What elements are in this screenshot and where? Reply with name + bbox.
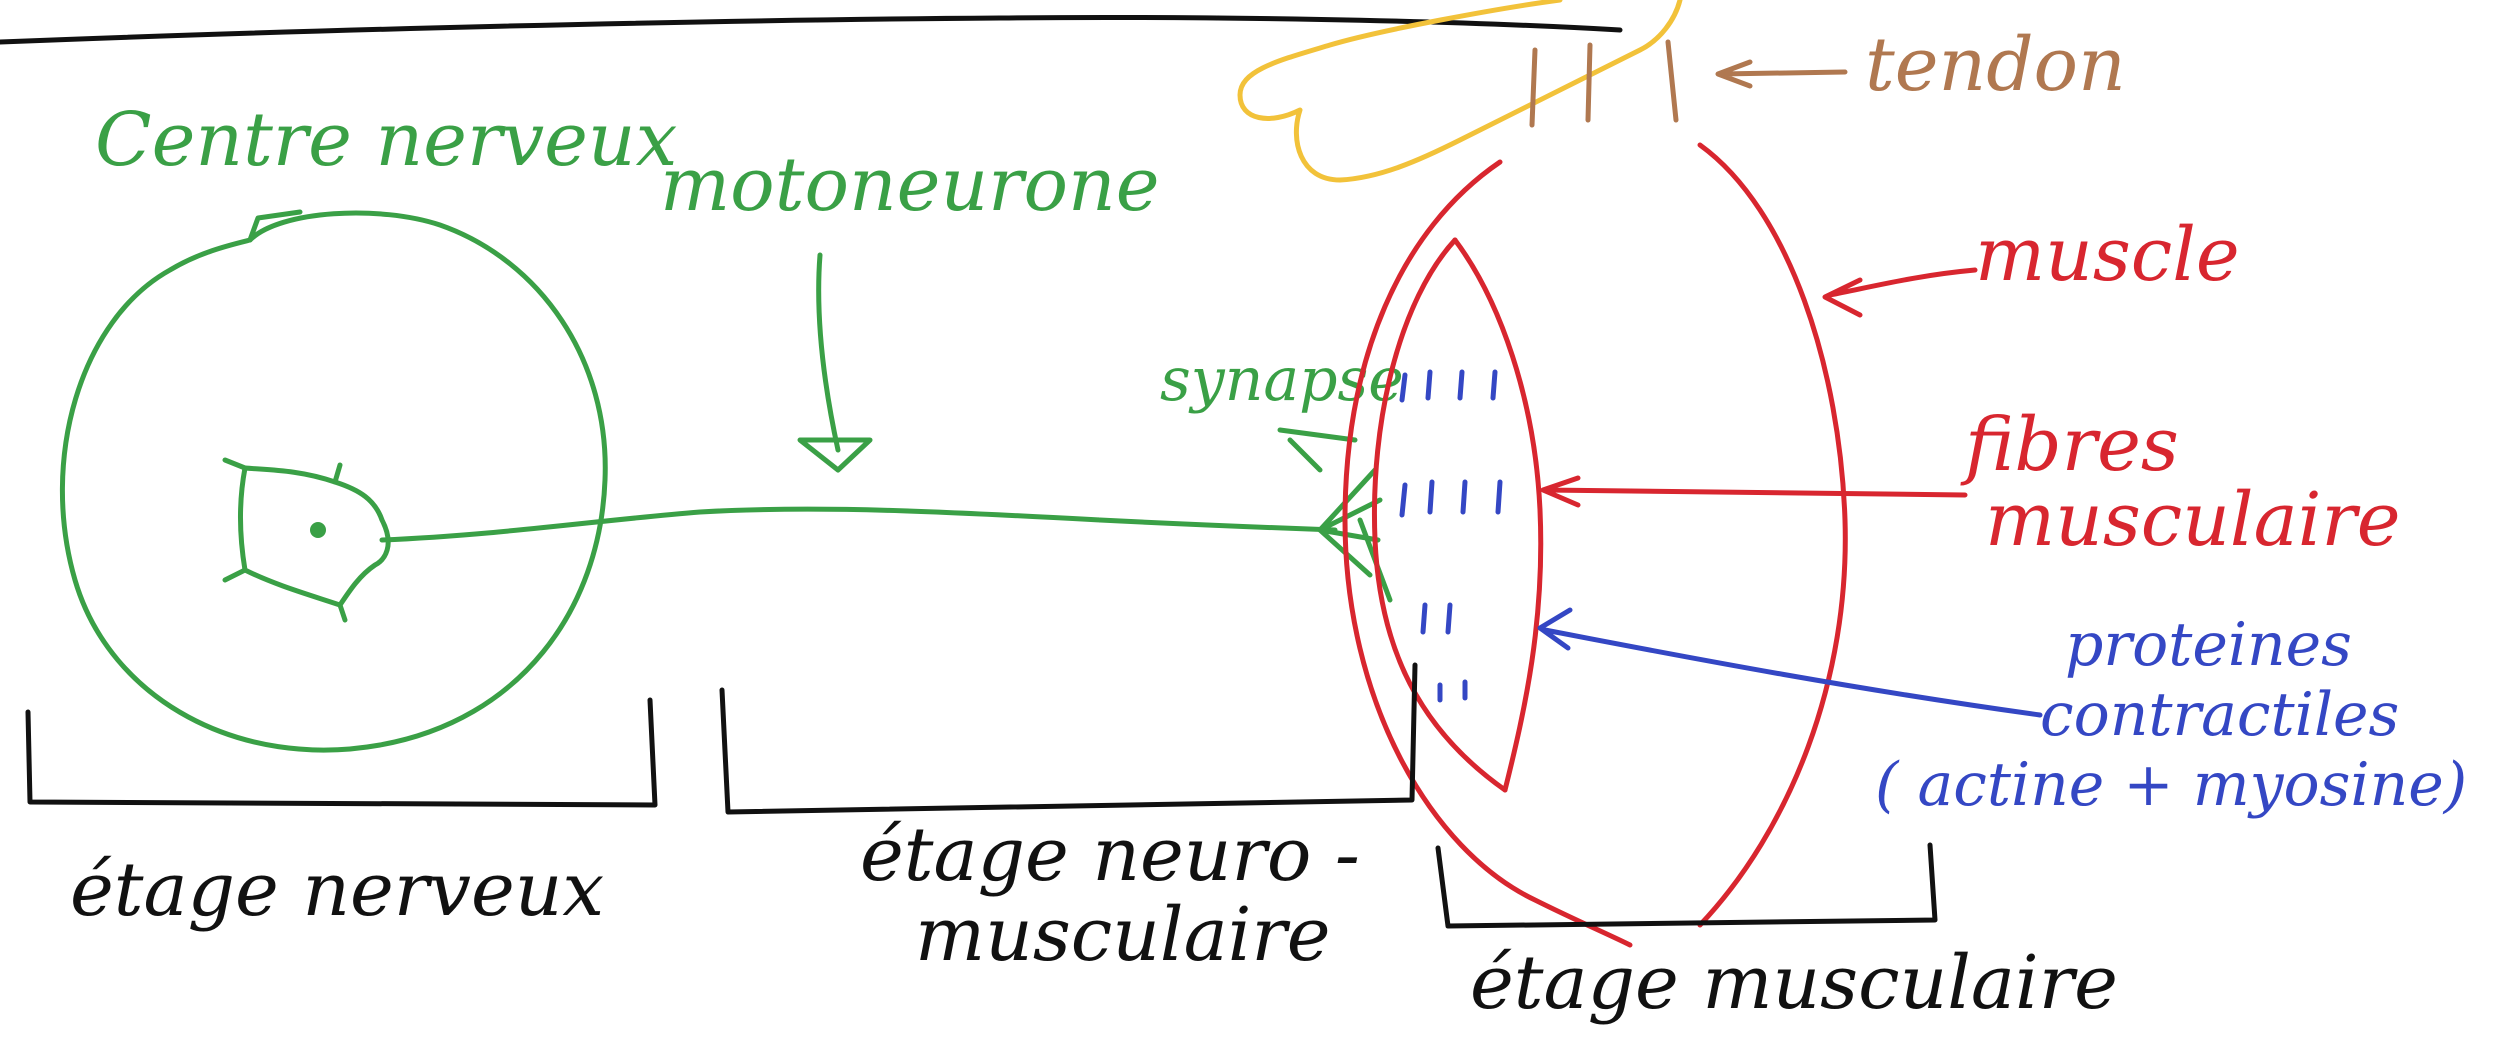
tendon-label: tendon <box>1865 22 2126 108</box>
fibres-arrow <box>1540 475 1968 508</box>
bracket-neuro-musculaire <box>719 662 1418 815</box>
muscle-arrow <box>1822 267 1978 318</box>
muscle-label: muscle <box>1975 212 2240 298</box>
motoneurone-arrow <box>797 252 873 473</box>
fibres-label-line1: fibres <box>1960 402 2179 488</box>
tendon-fibers <box>1529 39 1679 128</box>
nervous-center-circle <box>59 210 608 753</box>
etage-musculaire-label: étage musculaire <box>1470 940 2118 1026</box>
muscle-body <box>1342 142 1848 948</box>
synapse-arrow <box>1277 427 1358 473</box>
circle-notch <box>247 209 303 243</box>
etage-nerveux-label: étage nerveux <box>70 847 604 933</box>
proteines-label-line3: ( actine + myosine) <box>1875 750 2467 820</box>
neuron-cell-body <box>222 457 391 623</box>
top-underline <box>0 15 1623 45</box>
etage-neuro-label-line2: musculaire <box>915 892 1331 978</box>
proteines-arrow <box>1537 607 2043 718</box>
bracket-nerveux <box>25 697 658 808</box>
tendon-arrow <box>1715 59 1848 89</box>
bone-icon <box>1237 0 1683 183</box>
axon-line <box>379 506 1338 543</box>
proteines-label-line1: proteines <box>2065 610 2352 680</box>
fibres-label-line2: musculaire <box>1985 477 2401 563</box>
contractile-proteins <box>1399 369 1503 703</box>
muscle-fibre <box>1371 237 1544 793</box>
etage-neuro-label-line1: étage neuro - <box>860 812 1360 898</box>
bracket-musculaire <box>1435 842 1938 929</box>
neuron-nucleus <box>310 522 326 538</box>
motoneurone-label: motoneurone <box>660 142 1160 228</box>
centre-nerveux-label: Centre nerveux <box>95 97 677 183</box>
proteines-label-line2: contractiles <box>2040 680 2399 750</box>
